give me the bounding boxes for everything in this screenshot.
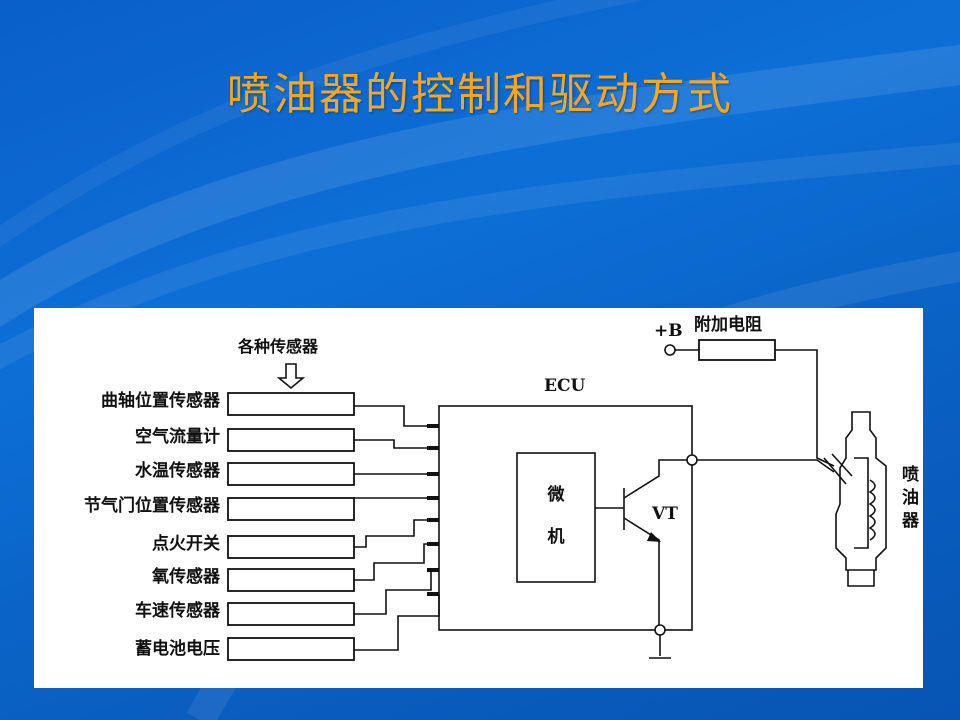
sensor-label: 蓄电池电压 bbox=[135, 638, 220, 659]
sensor-boxes bbox=[227, 392, 355, 661]
injector-label: 油 bbox=[902, 487, 919, 508]
sensors-caption: 各种传感器 bbox=[237, 337, 319, 356]
sensor-box bbox=[227, 637, 355, 661]
sensor-label: 节气门位置传感器 bbox=[84, 495, 221, 516]
sensor-box bbox=[227, 568, 355, 592]
sensor-label: 点火开关 bbox=[152, 533, 220, 554]
microcomputer-box bbox=[516, 452, 596, 583]
ecu-box bbox=[438, 405, 693, 631]
down-arrow-icon bbox=[276, 363, 306, 390]
diagram-panel: 各种传感器 曲轴位置传感器 空气流量计 水温传感器 节气门位置传感器 点火开关 … bbox=[34, 308, 923, 688]
output-node bbox=[686, 454, 698, 466]
slide-title: 喷油器的控制和驱动方式 bbox=[227, 69, 733, 120]
injector-icon bbox=[823, 411, 887, 587]
sensor-wires bbox=[354, 405, 440, 651]
sensor-box bbox=[227, 497, 355, 521]
microcomputer-label: 微 bbox=[547, 484, 566, 505]
injector-control-diagram: 各种传感器 曲轴位置传感器 空气流量计 水温传感器 节气门位置传感器 点火开关 … bbox=[84, 314, 920, 661]
sensor-box bbox=[227, 462, 355, 486]
transistor-label: VT bbox=[651, 504, 678, 524]
sensor-label: 氧传感器 bbox=[151, 566, 221, 587]
injector-label: 喷 bbox=[902, 465, 919, 485]
supply-label: +B bbox=[654, 321, 683, 341]
supply-terminal bbox=[664, 344, 676, 356]
sensor-labels: 曲轴位置传感器 空气流量计 水温传感器 节气门位置传感器 点火开关 氧传感器 车… bbox=[84, 390, 221, 659]
sensor-box bbox=[227, 428, 355, 452]
sensor-box bbox=[227, 392, 355, 416]
sensor-box bbox=[227, 602, 355, 626]
injector-label: 器 bbox=[901, 511, 920, 531]
ecu-label: ECU bbox=[544, 376, 585, 396]
sensor-box bbox=[227, 535, 355, 559]
ecu-input-pins bbox=[427, 424, 439, 596]
microcomputer-label: 机 bbox=[548, 526, 565, 547]
resistor bbox=[698, 339, 776, 361]
sensor-label: 空气流量计 bbox=[135, 426, 220, 447]
sensor-label: 水温传感器 bbox=[135, 460, 221, 481]
sensor-label: 车速传感器 bbox=[135, 600, 221, 621]
ground-node bbox=[654, 624, 666, 636]
transistor-vt bbox=[595, 459, 692, 628]
sensor-label: 曲轴位置传感器 bbox=[101, 390, 221, 411]
resistor-label: 附加电阻 bbox=[694, 314, 762, 335]
